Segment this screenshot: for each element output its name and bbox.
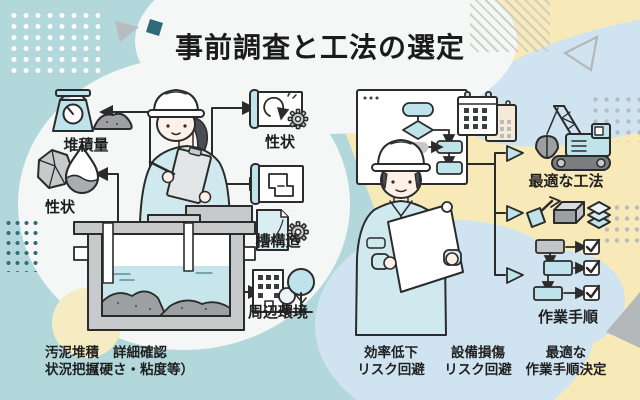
caption-line: （硬さ・粘度等） [86,362,194,378]
tank-cross-section [73,205,256,331]
caption-efficiency-risk: 効率低下 リスク回避 [336,344,446,379]
caption-sludge-status: 汚泥堆積 状況把握 [17,344,127,379]
water-drop-icon [65,145,99,194]
label-tank-structure: 槽構造 [255,233,301,250]
caption-line: 状況把握 [45,362,99,378]
caption-line: 詳細確認 [113,345,167,360]
label-optimal-method: 最適な工法 [528,173,604,190]
label-sediment-amount: 堆積量 [63,137,109,154]
equipment-icons [526,196,611,229]
male-engineer [355,139,464,336]
calendar-icons [457,91,517,142]
page-title: 事前調査と工法の選定 [174,32,465,63]
diagonal-hatch-deco [470,0,550,52]
label-property-left: 性状 [44,199,75,216]
branch-connector [466,145,524,284]
caption-line: 最適な [545,345,587,360]
caption-equipment-risk: 設備損傷 リスク回避 [423,344,533,379]
caption-line: 設備損傷 [451,345,505,360]
caption-line: 作業手順決定 [525,362,607,378]
blueprint-floorplan-icon [250,163,304,205]
checklist-flow-icon [533,238,601,301]
triangle-deco [115,19,640,348]
sediment-pile-icon [92,112,133,130]
caption-line: 効率低下 [364,345,418,360]
teal-dot-grid-deco [4,218,40,272]
caption-line: リスク回避 [357,362,425,378]
crane-icon [535,105,611,171]
label-work-procedure: 作業手順 [537,309,598,326]
scale-icon [52,89,94,132]
label-environment: 周辺環境 [247,304,308,321]
female-surveyor [139,89,231,223]
label-property-right: 性状 [264,134,295,151]
caption-line: リスク回避 [444,362,512,378]
caption-detail-check: 詳細確認 （硬さ・粘度等） [75,344,205,379]
caption-line: 汚泥堆積 [45,345,99,360]
white-dot-grid-deco [8,10,100,78]
building-trees-icon [252,268,315,313]
caption-optimal-procedure: 最適な 作業手順決定 [511,344,621,379]
rock-icon [37,149,73,189]
gear-icon [287,108,309,130]
